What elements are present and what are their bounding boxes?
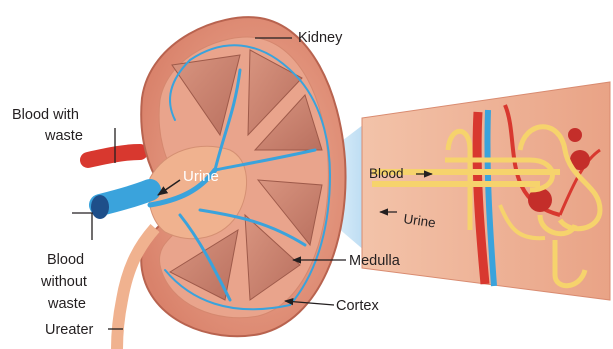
ureater-label: Ureater [45,322,94,338]
cortex-label: Cortex [336,298,379,314]
blood-with-waste-label-line2: waste [44,128,83,144]
urine-kidney-label: Urine [183,168,219,185]
medulla-label: Medulla [349,253,401,269]
blood-with-waste-label-line1: Blood with [12,107,79,123]
renal-artery [88,152,140,160]
kidney-label: Kidney [298,30,343,46]
blood-without-waste-label-line3: waste [47,296,86,312]
blood-without-waste-label-line1: Blood [47,252,84,268]
blood-without-waste-label-line2: without [40,274,87,290]
zoom-blood-label: Blood [369,166,404,181]
